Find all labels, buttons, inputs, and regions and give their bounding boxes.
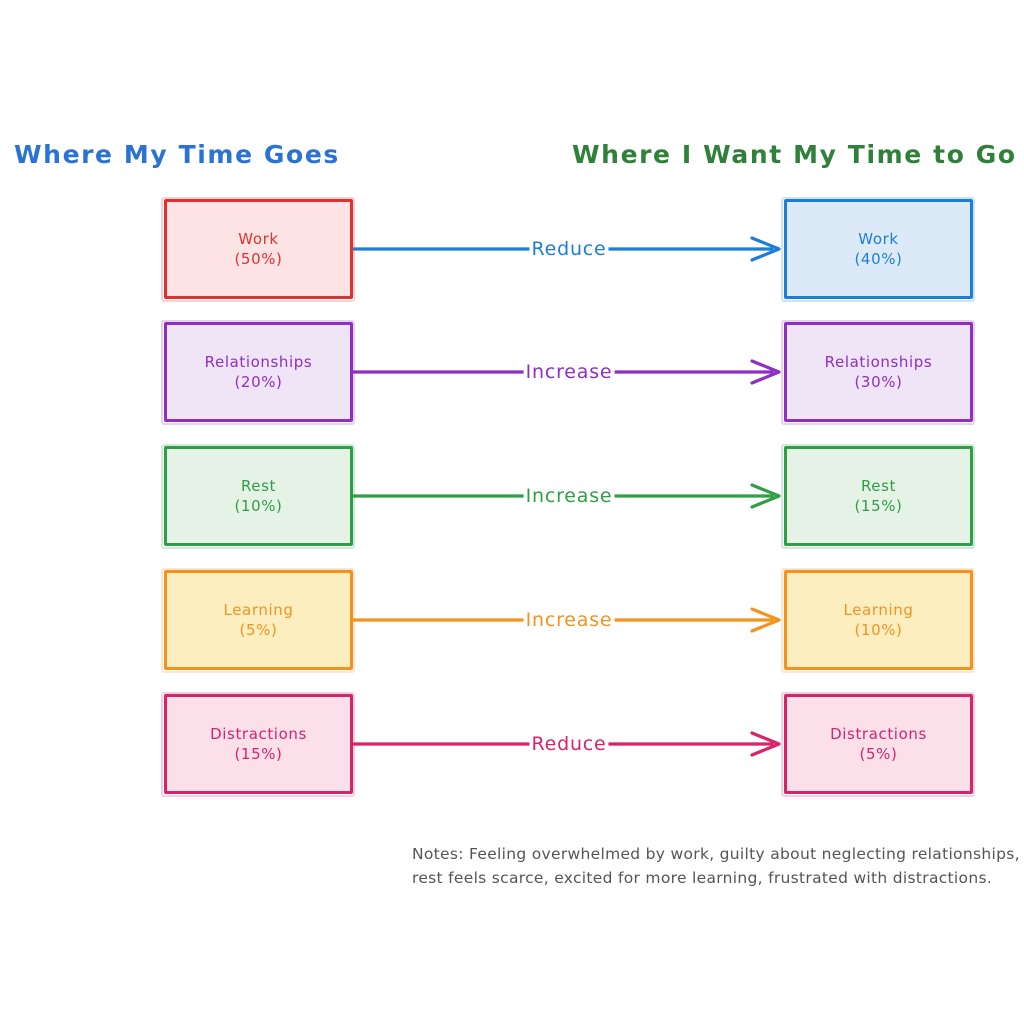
node-label: Relationships xyxy=(204,352,313,371)
edge-label-work: Reduce xyxy=(529,238,609,260)
node-percent: (40%) xyxy=(854,250,903,268)
edge-label-learning: Increase xyxy=(523,609,615,631)
node-rest-current[interactable]: Rest (10%) xyxy=(161,444,355,549)
node-rest-desired[interactable]: Rest (15%) xyxy=(781,444,975,549)
notes-text: Notes: Feeling overwhelmed by work, guil… xyxy=(412,845,1020,888)
node-percent: (20%) xyxy=(234,373,283,391)
edge-label-rest: Increase xyxy=(523,485,615,507)
node-percent: (15%) xyxy=(854,497,903,515)
node-percent: (30%) xyxy=(854,373,903,391)
node-percent: (5%) xyxy=(239,621,278,639)
node-relationships-current[interactable]: Relationships (20%) xyxy=(161,320,355,425)
node-percent: (50%) xyxy=(234,250,283,268)
node-label: Learning xyxy=(843,600,914,619)
node-label: Learning xyxy=(223,600,294,619)
node-learning-desired[interactable]: Learning (10%) xyxy=(781,568,975,673)
node-percent: (5%) xyxy=(859,745,898,763)
node-label: Rest xyxy=(860,476,897,495)
edge-label-distractions: Reduce xyxy=(529,733,609,755)
node-distractions-current[interactable]: Distractions (15%) xyxy=(161,692,355,797)
node-distractions-desired[interactable]: Distractions (5%) xyxy=(781,692,975,797)
node-label: Distractions xyxy=(210,724,307,743)
node-work-current[interactable]: Work (50%) xyxy=(161,197,355,302)
edge-label-relationships: Increase xyxy=(523,361,615,383)
node-percent: (10%) xyxy=(234,497,283,515)
node-learning-current[interactable]: Learning (5%) xyxy=(161,568,355,673)
left-column-title: Where My Time Goes xyxy=(14,140,340,169)
node-percent: (10%) xyxy=(854,621,903,639)
node-relationships-desired[interactable]: Relationships (30%) xyxy=(781,320,975,425)
node-label: Distractions xyxy=(830,724,927,743)
node-label: Rest xyxy=(240,476,277,495)
node-label: Work xyxy=(858,229,899,248)
node-percent: (15%) xyxy=(234,745,283,763)
right-column-title: Where I Want My Time to Go xyxy=(572,140,1017,169)
node-label: Relationships xyxy=(824,352,933,371)
node-label: Work xyxy=(238,229,279,248)
node-work-desired[interactable]: Work (40%) xyxy=(781,197,975,302)
